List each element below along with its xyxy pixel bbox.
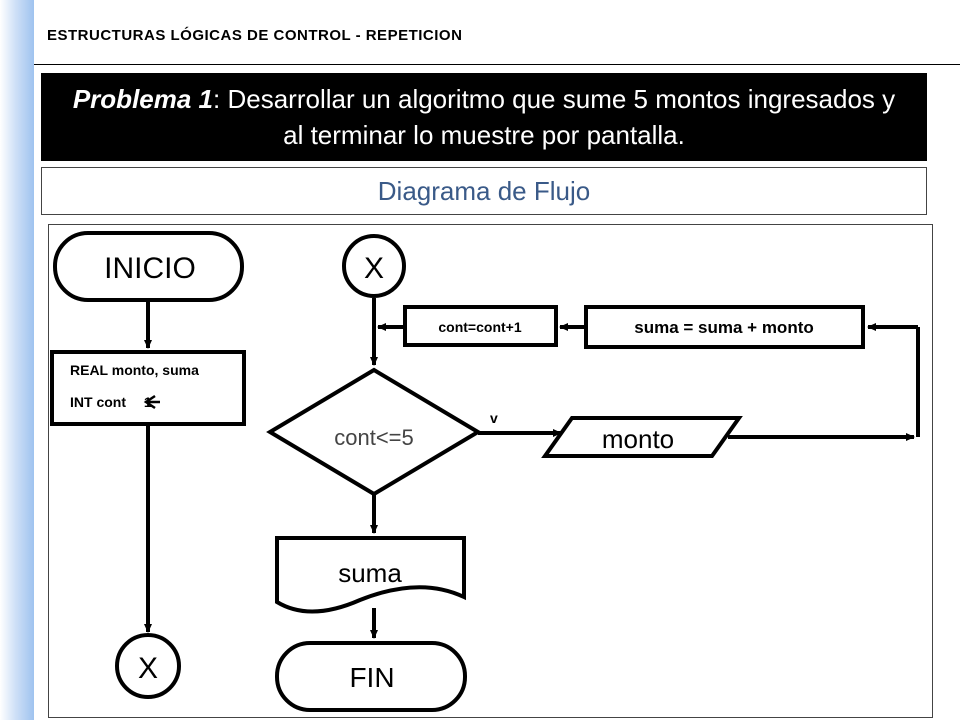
assign-arrow-icon xyxy=(143,394,160,410)
input-parallelogram: monto xyxy=(541,416,743,458)
page-header-title: ESTRUCTURAS LÓGICAS DE CONTROL - REPETIC… xyxy=(47,27,463,44)
condition-label: cont<=5 xyxy=(334,425,414,450)
accumulate-box: suma = suma + monto xyxy=(584,305,865,349)
connector-x-top-label: X xyxy=(364,252,384,285)
increment-box: cont=cont+1 xyxy=(403,305,558,347)
end-terminal-label: FIN xyxy=(349,662,394,693)
true-branch-label: v xyxy=(490,410,498,426)
problem-statement-box: Problema 1: Desarrollar un algoritmo que… xyxy=(41,73,927,161)
output-document: suma xyxy=(275,536,466,614)
end-terminal: FIN xyxy=(275,641,467,712)
left-accent-bar xyxy=(0,0,34,720)
problem-label: Problema 1 xyxy=(72,84,214,114)
start-terminal-label: INICIO xyxy=(104,252,196,285)
declaration-box: REAL monto, suma INT cont 1 xyxy=(50,350,246,426)
condition-decision: cont<=5 xyxy=(266,367,482,497)
increment-label: cont=cont+1 xyxy=(438,319,521,335)
problem-separator: : xyxy=(213,84,228,114)
problem-statement: Problema 1: Desarrollar un algoritmo que… xyxy=(60,81,908,153)
connector-x-top: X xyxy=(342,234,406,298)
diagram-subtitle: Diagrama de Flujo xyxy=(41,167,927,215)
connector-x-bottom: X xyxy=(115,633,181,699)
connector-x-bottom-label: X xyxy=(138,652,158,685)
declaration-line-1: REAL monto, suma xyxy=(70,362,199,378)
problem-text: Desarrollar un algoritmo que sume 5 mont… xyxy=(227,84,896,150)
accumulate-label: suma = suma + monto xyxy=(634,318,814,337)
start-terminal: INICIO xyxy=(53,231,244,302)
header-divider xyxy=(34,64,960,65)
input-label: monto xyxy=(602,424,674,454)
output-label: suma xyxy=(338,558,402,588)
